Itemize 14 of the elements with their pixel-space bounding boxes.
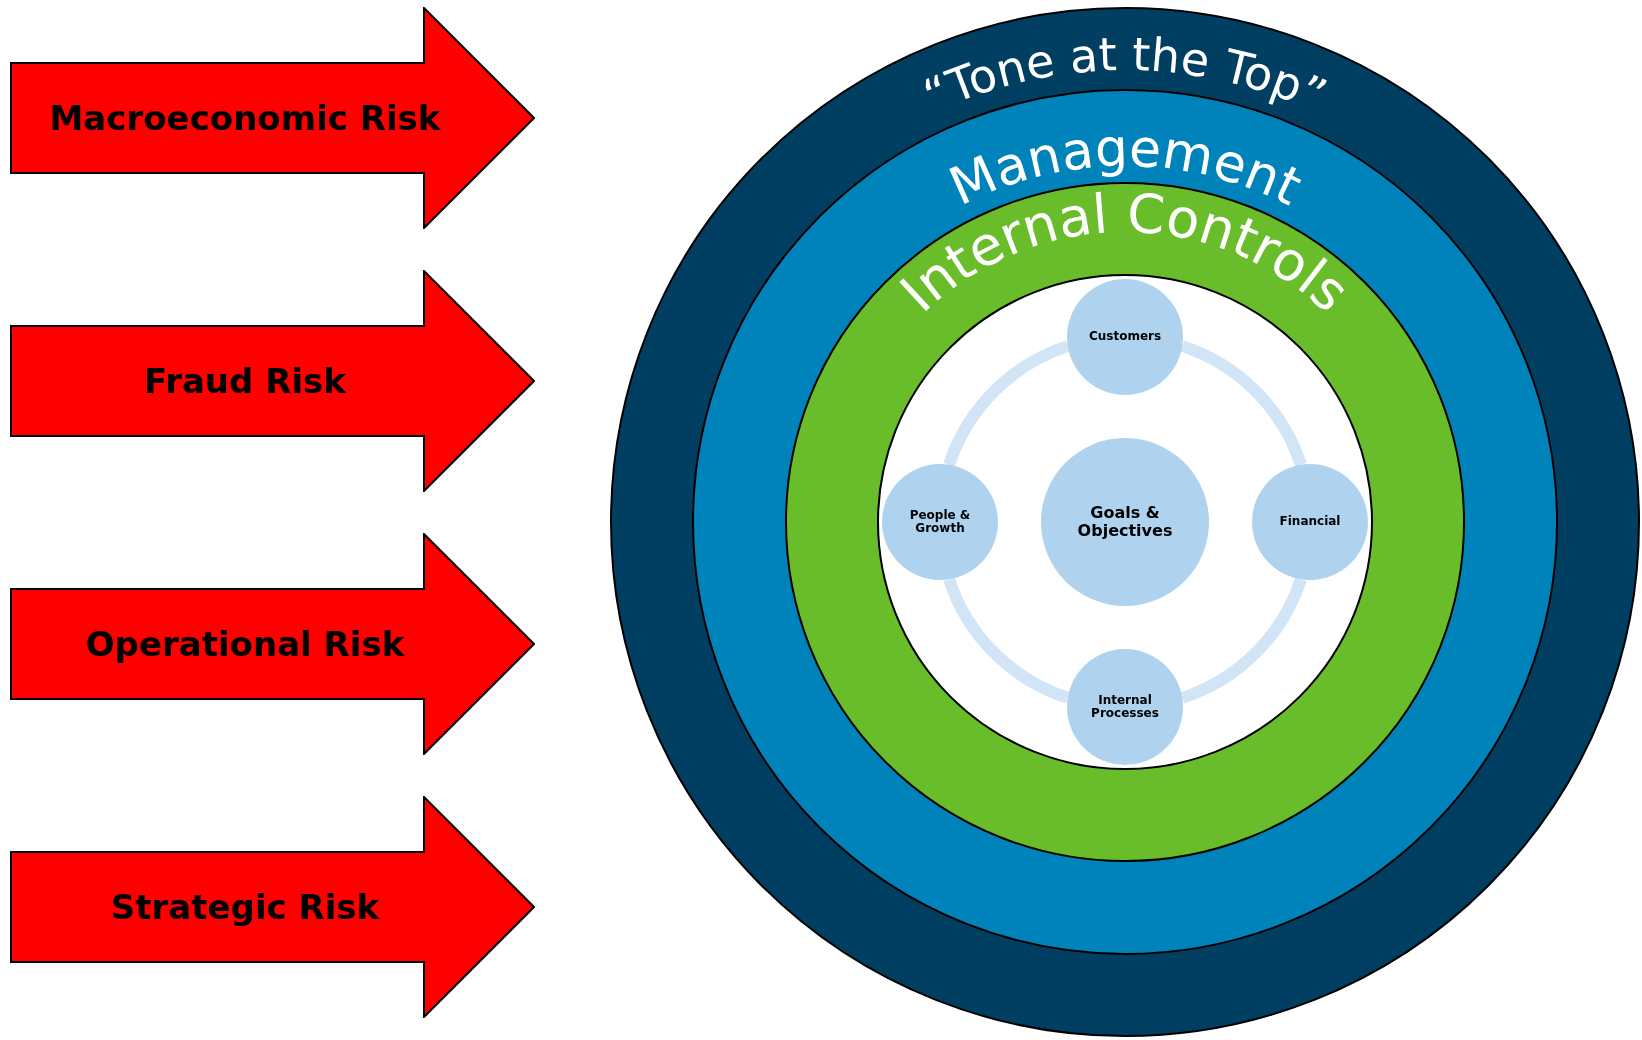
arrow-label: Operational Risk (84, 623, 406, 666)
circle-label: Customers (1088, 330, 1162, 344)
arrow-label: Macroeconomic Risk (48, 97, 442, 140)
connector-arc (1180, 340, 1307, 467)
arrow-label: Strategic Risk (109, 886, 381, 929)
ring-title: “Tone at the Top” (915, 27, 1335, 123)
arrow-label: Fraud Risk (143, 360, 347, 403)
connector-arc (943, 577, 1070, 704)
circle-label: Internal Processes (1090, 693, 1160, 721)
circle-label: Goals & Objectives (1076, 504, 1174, 540)
connector-arc (943, 340, 1070, 467)
circle-label: People & Growth (908, 508, 972, 536)
circle-label: Financial (1279, 515, 1341, 529)
connector-arc (1180, 577, 1307, 704)
